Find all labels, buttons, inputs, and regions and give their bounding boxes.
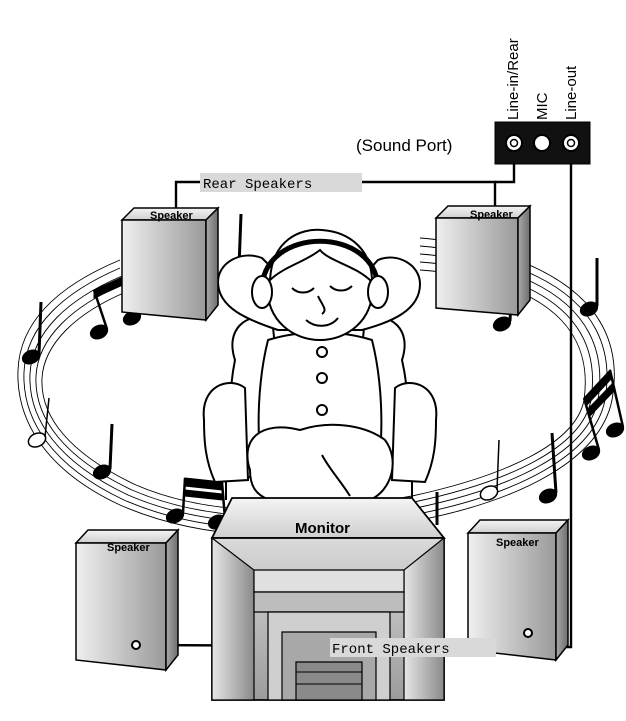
knee-line bbox=[321, 454, 351, 497]
speaker-jack-icon bbox=[523, 628, 533, 638]
headphone-right-icon bbox=[367, 275, 389, 309]
music-note-icon bbox=[27, 397, 50, 448]
mouth bbox=[305, 317, 339, 327]
mic-jack-icon bbox=[533, 134, 551, 152]
front-speakers-label: Front Speakers bbox=[332, 642, 450, 658]
legs bbox=[246, 423, 394, 501]
monitor: Monitor bbox=[210, 497, 446, 701]
music-note-icon bbox=[165, 477, 227, 530]
speaker-label: Speaker bbox=[496, 537, 540, 549]
speaker-label: Speaker bbox=[470, 209, 514, 221]
eye-left bbox=[291, 287, 315, 294]
sound-port-label: (Sound Port) bbox=[356, 136, 452, 155]
sound-port: (Sound Port) Line-in/Rear MIC Line-out bbox=[356, 38, 591, 165]
music-note-icon bbox=[21, 301, 43, 365]
nose bbox=[317, 295, 326, 315]
music-note-icon bbox=[538, 432, 558, 504]
speaker-rear-right: Speaker bbox=[434, 204, 532, 318]
speaker-front-left: Speaker bbox=[74, 528, 180, 673]
speaker-label: Speaker bbox=[150, 210, 194, 222]
headphone-band-icon bbox=[259, 238, 381, 291]
monitor-label: Monitor bbox=[295, 520, 350, 537]
rear-speakers-label-group: Rear Speakers bbox=[200, 173, 362, 193]
shirt-button bbox=[316, 346, 328, 358]
rear-speakers-label: Rear Speakers bbox=[203, 177, 312, 193]
speaker-rear-left: Speaker bbox=[120, 206, 220, 323]
jack-label-line-in-rear: Line-in/Rear bbox=[505, 38, 522, 120]
speaker-label: Speaker bbox=[107, 542, 151, 554]
jack-label-line-out: Line-out bbox=[563, 65, 580, 120]
shirt-button bbox=[316, 404, 328, 416]
music-note-icon bbox=[581, 368, 625, 461]
music-note-icon bbox=[579, 258, 599, 317]
front-speakers-label-group: Front Speakers bbox=[330, 638, 496, 658]
music-note-icon bbox=[92, 423, 114, 480]
headphone-left-icon bbox=[251, 275, 273, 309]
speaker-front-right: Speaker bbox=[466, 518, 570, 663]
person-listening bbox=[216, 228, 422, 501]
speaker-jack-icon bbox=[131, 640, 141, 650]
shirt-button bbox=[316, 372, 328, 384]
eye-right bbox=[329, 285, 353, 292]
music-notes bbox=[21, 213, 625, 530]
jack-label-mic: MIC bbox=[534, 92, 551, 120]
music-note-icon bbox=[479, 439, 500, 501]
